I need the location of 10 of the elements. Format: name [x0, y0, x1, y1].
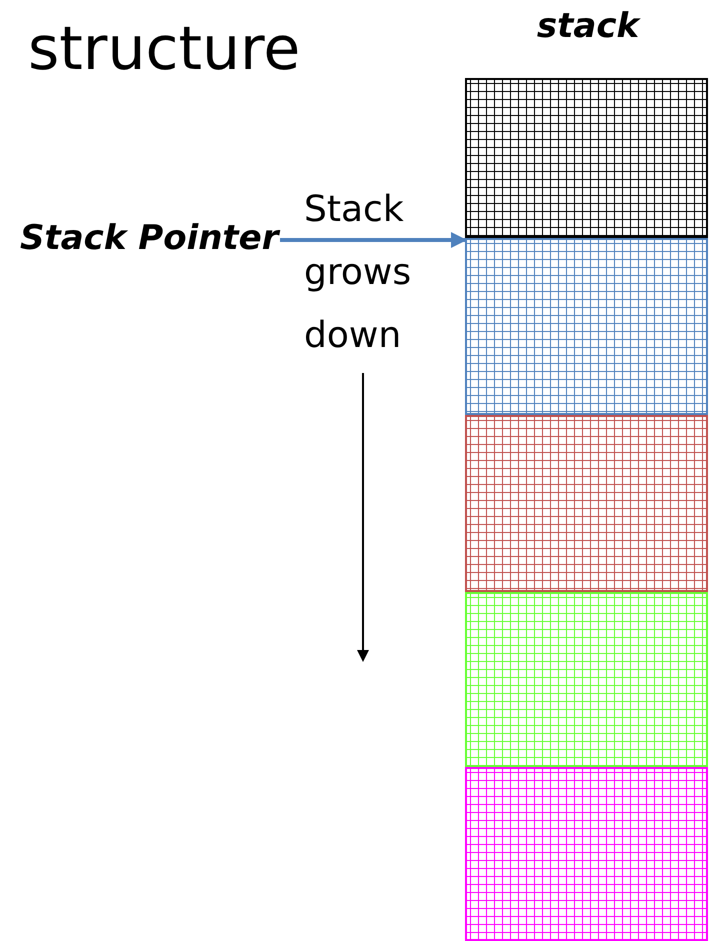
title: structure [28, 14, 300, 84]
pointer-label: Stack Pointer [20, 216, 279, 260]
stack-frame [465, 415, 708, 592]
pointer-arrow [280, 232, 467, 248]
stack-frame [465, 238, 708, 415]
stack-frame [465, 767, 708, 941]
growth-note: Stack grows down [304, 188, 412, 358]
stack-frame [465, 78, 708, 238]
stack-heading: stack [536, 6, 642, 46]
stack-frame [465, 592, 708, 767]
